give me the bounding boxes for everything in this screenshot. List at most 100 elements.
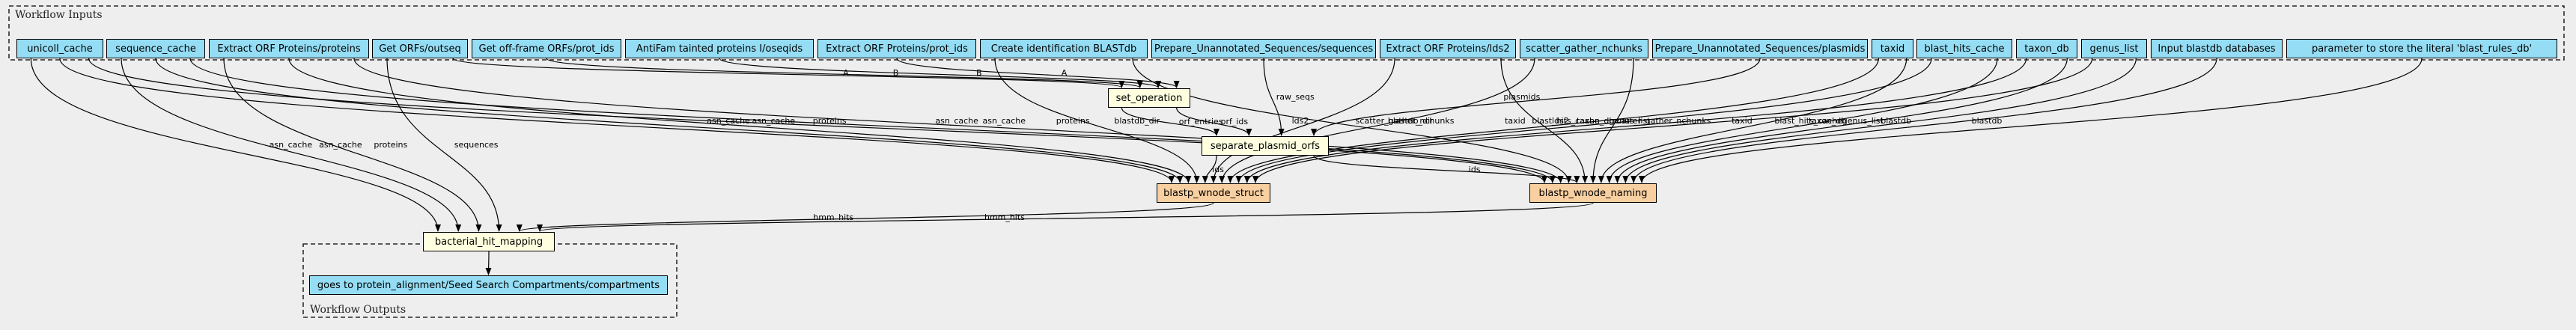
workflow-inputs-cluster [8, 5, 2565, 61]
edge-label: blastdb_dir [1114, 115, 1160, 126]
edge-sequence-cache-to-blastp-wnode-naming [189, 58, 1556, 183]
edge-label: asn_cache [707, 115, 750, 126]
edge-blast-hits-cache-to-blastp-wnode-naming [1606, 58, 1998, 183]
edge-label: taxid [1505, 115, 1526, 126]
edge-label: asn_cache [752, 115, 796, 126]
edge-taxon-db-to-blastp-wnode-naming [1614, 58, 2068, 183]
edge-blastp-wnode-struct-to-bacterial-hit-mapping [517, 202, 1214, 232]
edge-label: proteins [1056, 115, 1090, 126]
edge-label: orf_entries [1178, 117, 1223, 126]
workflow-outputs-cluster [302, 243, 678, 318]
edge-label: ids [1212, 164, 1224, 174]
step-node-separate-plasmid-orfs[interactable]: separate_plasmid_orfs [1202, 136, 1329, 156]
edge-separate-plasmid-orfs-to-blastp-wnode-struct [1202, 155, 1217, 183]
workflow-inputs-label: Workflow Inputs [15, 9, 103, 21]
edge-sequence-cache-to-bacterial-hit-mapping [121, 58, 462, 232]
edge-prep-unannot-seqs-to-separate-plasmid-orfs [1263, 58, 1285, 136]
edge-label: genus_list [1609, 115, 1651, 126]
edge-sequence-cache-to-blastp-wnode-struct [155, 58, 1184, 183]
edge-label: B [976, 68, 982, 78]
edge-separate-plasmid-orfs-to-blastp-wnode-naming [1313, 155, 1580, 183]
edge-scatter-gather-nchunks-to-blastp-wnode-naming [1590, 58, 1634, 183]
edge-label: asn_cache [935, 115, 978, 126]
edge-bacterial-hit-mapping-to-out-compartments [485, 251, 492, 275]
edge-taxon-db-to-blastp-wnode-struct [1243, 58, 2027, 183]
input-node-extract-orf-prot-ids[interactable]: Extract ORF Proteins/prot_ids [817, 39, 976, 58]
edge-scatter-gather-nchunks-to-blastp-wnode-struct [1219, 58, 1535, 183]
edge-label: raw_seqs [1276, 92, 1315, 102]
input-node-get-offframe-prot-ids[interactable]: Get off-frame ORFs/prot_ids [472, 39, 621, 58]
edge-create-blastdb-to-blastp-wnode-struct [994, 58, 1200, 183]
edge-extract-orf-prot-ids-to-set-operation [896, 58, 1180, 88]
edge-label: lds2 [1291, 115, 1309, 126]
input-node-prep-unannot-plasmids[interactable]: Prepare_Unannotated_Sequences/plasmids [1652, 39, 1868, 58]
edge-label: plasmids [1503, 92, 1541, 102]
edge-extract-orf-proteins-to-blastp-wnode-struct [288, 58, 1192, 183]
edge-taxid-to-blastp-wnode-struct [1227, 58, 1879, 183]
edge-label: asn_cache [269, 140, 313, 150]
edge-label: asn_cache [319, 140, 362, 150]
edge-get-orfs-outseq-to-set-operation [452, 58, 1124, 88]
edge-unicoll-cache-to-bacterial-hit-mapping [30, 58, 441, 232]
edge-extract-orf-lds2-to-blastp-wnode-struct [1211, 58, 1395, 183]
edge-label: lds2 [1552, 115, 1569, 126]
step-node-bacterial-hit-mapping[interactable]: bacterial_hit_mapping [423, 232, 555, 251]
edge-unicoll-cache-to-blastp-wnode-naming [88, 58, 1547, 183]
input-node-unicoll-cache[interactable]: unicoll_cache [16, 39, 103, 58]
edge-taxid-to-blastp-wnode-naming [1598, 58, 1907, 183]
input-node-extract-orf-proteins[interactable]: Extract ORF Proteins/proteins [209, 39, 369, 58]
edge-extract-orf-proteins-to-blastp-wnode-naming [353, 58, 1564, 183]
edges-layer [30, 58, 2423, 275]
input-node-blast-rules-param[interactable]: parameter to store the literal 'blast_ru… [2286, 39, 2557, 58]
subworkflow-node-blastp-wnode-naming[interactable]: blastp_wnode_naming [1529, 183, 1657, 203]
edge-genus-list-to-blastp-wnode-naming [1622, 58, 2137, 183]
edge-label: hmm_hits [984, 212, 1025, 222]
subworkflow-node-blastp-wnode-struct[interactable]: blastp_wnode_struct [1157, 183, 1270, 203]
edge-label: proteins [812, 115, 847, 126]
edge-label: ids [1468, 164, 1481, 174]
step-node-set-operation[interactable]: set_operation [1108, 88, 1190, 108]
edge-blast-hits-cache-to-blastp-wnode-struct [1235, 58, 1932, 183]
input-node-input-blastdb[interactable]: Input blastdb databases [2151, 39, 2283, 58]
input-node-taxid[interactable]: taxid [1872, 39, 1913, 58]
edge-set-operation-to-separate-plasmid-orfs [1121, 107, 1220, 136]
edge-extract-orf-proteins-to-bacterial-hit-mapping [223, 58, 482, 232]
edge-label: genus_list [1842, 115, 1884, 126]
edge-extract-orf-lds2-to-blastp-wnode-naming [1500, 58, 1589, 183]
input-node-sequence-cache[interactable]: sequence_cache [106, 39, 205, 58]
edge-set-operation-to-separate-plasmid-orfs [1176, 107, 1252, 136]
edge-label: scatter_gather_nchunks [1355, 115, 1455, 126]
edge-label: asn_cache [982, 115, 1026, 126]
input-node-prep-unannot-seqs[interactable]: Prepare_Unannotated_Sequences/sequences [1151, 39, 1376, 58]
input-node-genus-list[interactable]: genus_list [2081, 39, 2147, 58]
edge-label: hmm_hits [813, 212, 854, 222]
edge-get-offframe-prot-ids-to-set-operation [546, 58, 1143, 88]
edge-label: blast_hits_cache [1532, 115, 1600, 126]
edge-get-orfs-outseq-to-bacterial-hit-mapping [386, 58, 502, 232]
edge-label: scatter_gather_nchunks [1612, 115, 1711, 126]
input-node-create-blastdb[interactable]: Create identification BLASTdb [980, 39, 1148, 58]
input-node-blast-hits-cache[interactable]: blast_hits_cache [1916, 39, 2012, 58]
edge-label: B [892, 68, 899, 78]
edge-genus-list-to-blastp-wnode-struct [1252, 58, 2093, 183]
workflow-outputs-label: Workflow Outputs [310, 304, 407, 316]
input-node-get-orfs-outseq[interactable]: Get ORFs/outseq [372, 39, 468, 58]
edge-label: A [843, 68, 849, 78]
edge-blastp-wnode-naming-to-bacterial-hit-mapping [537, 202, 1594, 232]
input-node-scatter-gather-nchunks[interactable]: scatter_gather_nchunks [1520, 39, 1648, 58]
input-node-extract-orf-lds2[interactable]: Extract ORF Proteins/lds2 [1380, 39, 1516, 58]
input-node-taxon-db[interactable]: taxon_db [2016, 39, 2077, 58]
edge-label: blast_hits_cache [1774, 115, 1842, 126]
input-node-antifam-tainted[interactable]: AntiFam tainted proteins I/oseqids [625, 39, 814, 58]
edge-label: blastdb [1971, 115, 2003, 126]
edge-prep-unannot-plasmids-to-separate-plasmid-orfs [1311, 58, 1761, 136]
edge-label: blastdb [1881, 115, 1912, 126]
output-node-out-compartments[interactable]: goes to protein_alignment/Seed Search Co… [309, 275, 668, 295]
edge-label: blastdb_dir [1387, 115, 1434, 126]
edge-label: orf_ids [1220, 117, 1249, 126]
edge-label: sequences [454, 140, 499, 150]
edge-label: taxon_db [1576, 115, 1615, 126]
edge-antifam-tainted-to-set-operation [719, 58, 1161, 88]
edge-input-blastdb-to-blastp-wnode-naming [1630, 58, 2217, 183]
